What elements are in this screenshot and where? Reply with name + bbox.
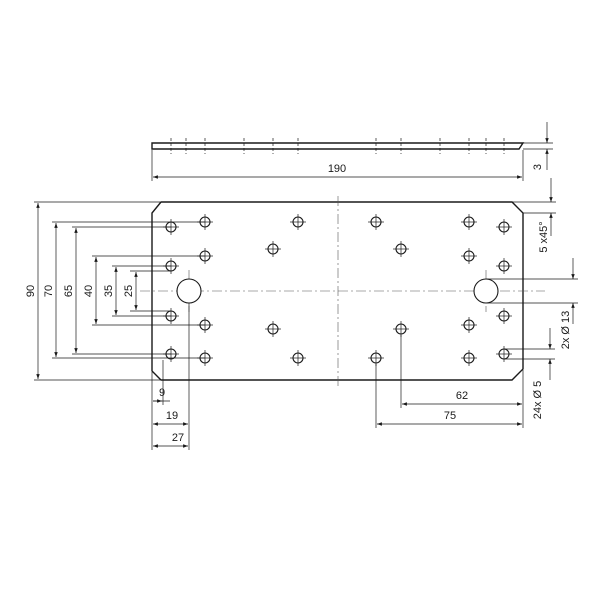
height-extension-lines [34,201,205,381]
x-label-19: 19 [166,410,178,422]
front-view: 90 70 65 40 35 25 9 19 27 62 75 [25,178,578,450]
height-label-65: 65 [63,285,75,297]
height-label-25: 25 [123,285,135,297]
x-label-75: 75 [444,410,456,422]
side-view-hole-lines [170,138,505,154]
x-label-27: 27 [172,432,184,444]
height-label-40: 40 [83,285,95,297]
x-label-9: 9 [159,387,165,399]
large-hole [176,278,202,304]
height-label-90: 90 [25,285,37,297]
length-label: 190 [328,163,346,175]
large-hole [473,278,499,304]
side-view-outline [151,142,525,150]
large-hole-label: 2x Ø 13 [560,311,572,350]
hole-crosshairs [163,214,512,366]
side-view: 190 3 [151,122,553,181]
x-extension-lines-right [375,335,524,428]
thickness-label: 3 [532,164,544,170]
small-holes [165,216,510,364]
chamfer-label: 5 x45° [538,221,550,252]
x-label-62: 62 [456,390,468,402]
small-hole-label: 24x Ø 5 [532,381,544,420]
x-extension-lines-left [151,303,190,450]
height-label-70: 70 [43,285,55,297]
height-label-35: 35 [103,285,115,297]
